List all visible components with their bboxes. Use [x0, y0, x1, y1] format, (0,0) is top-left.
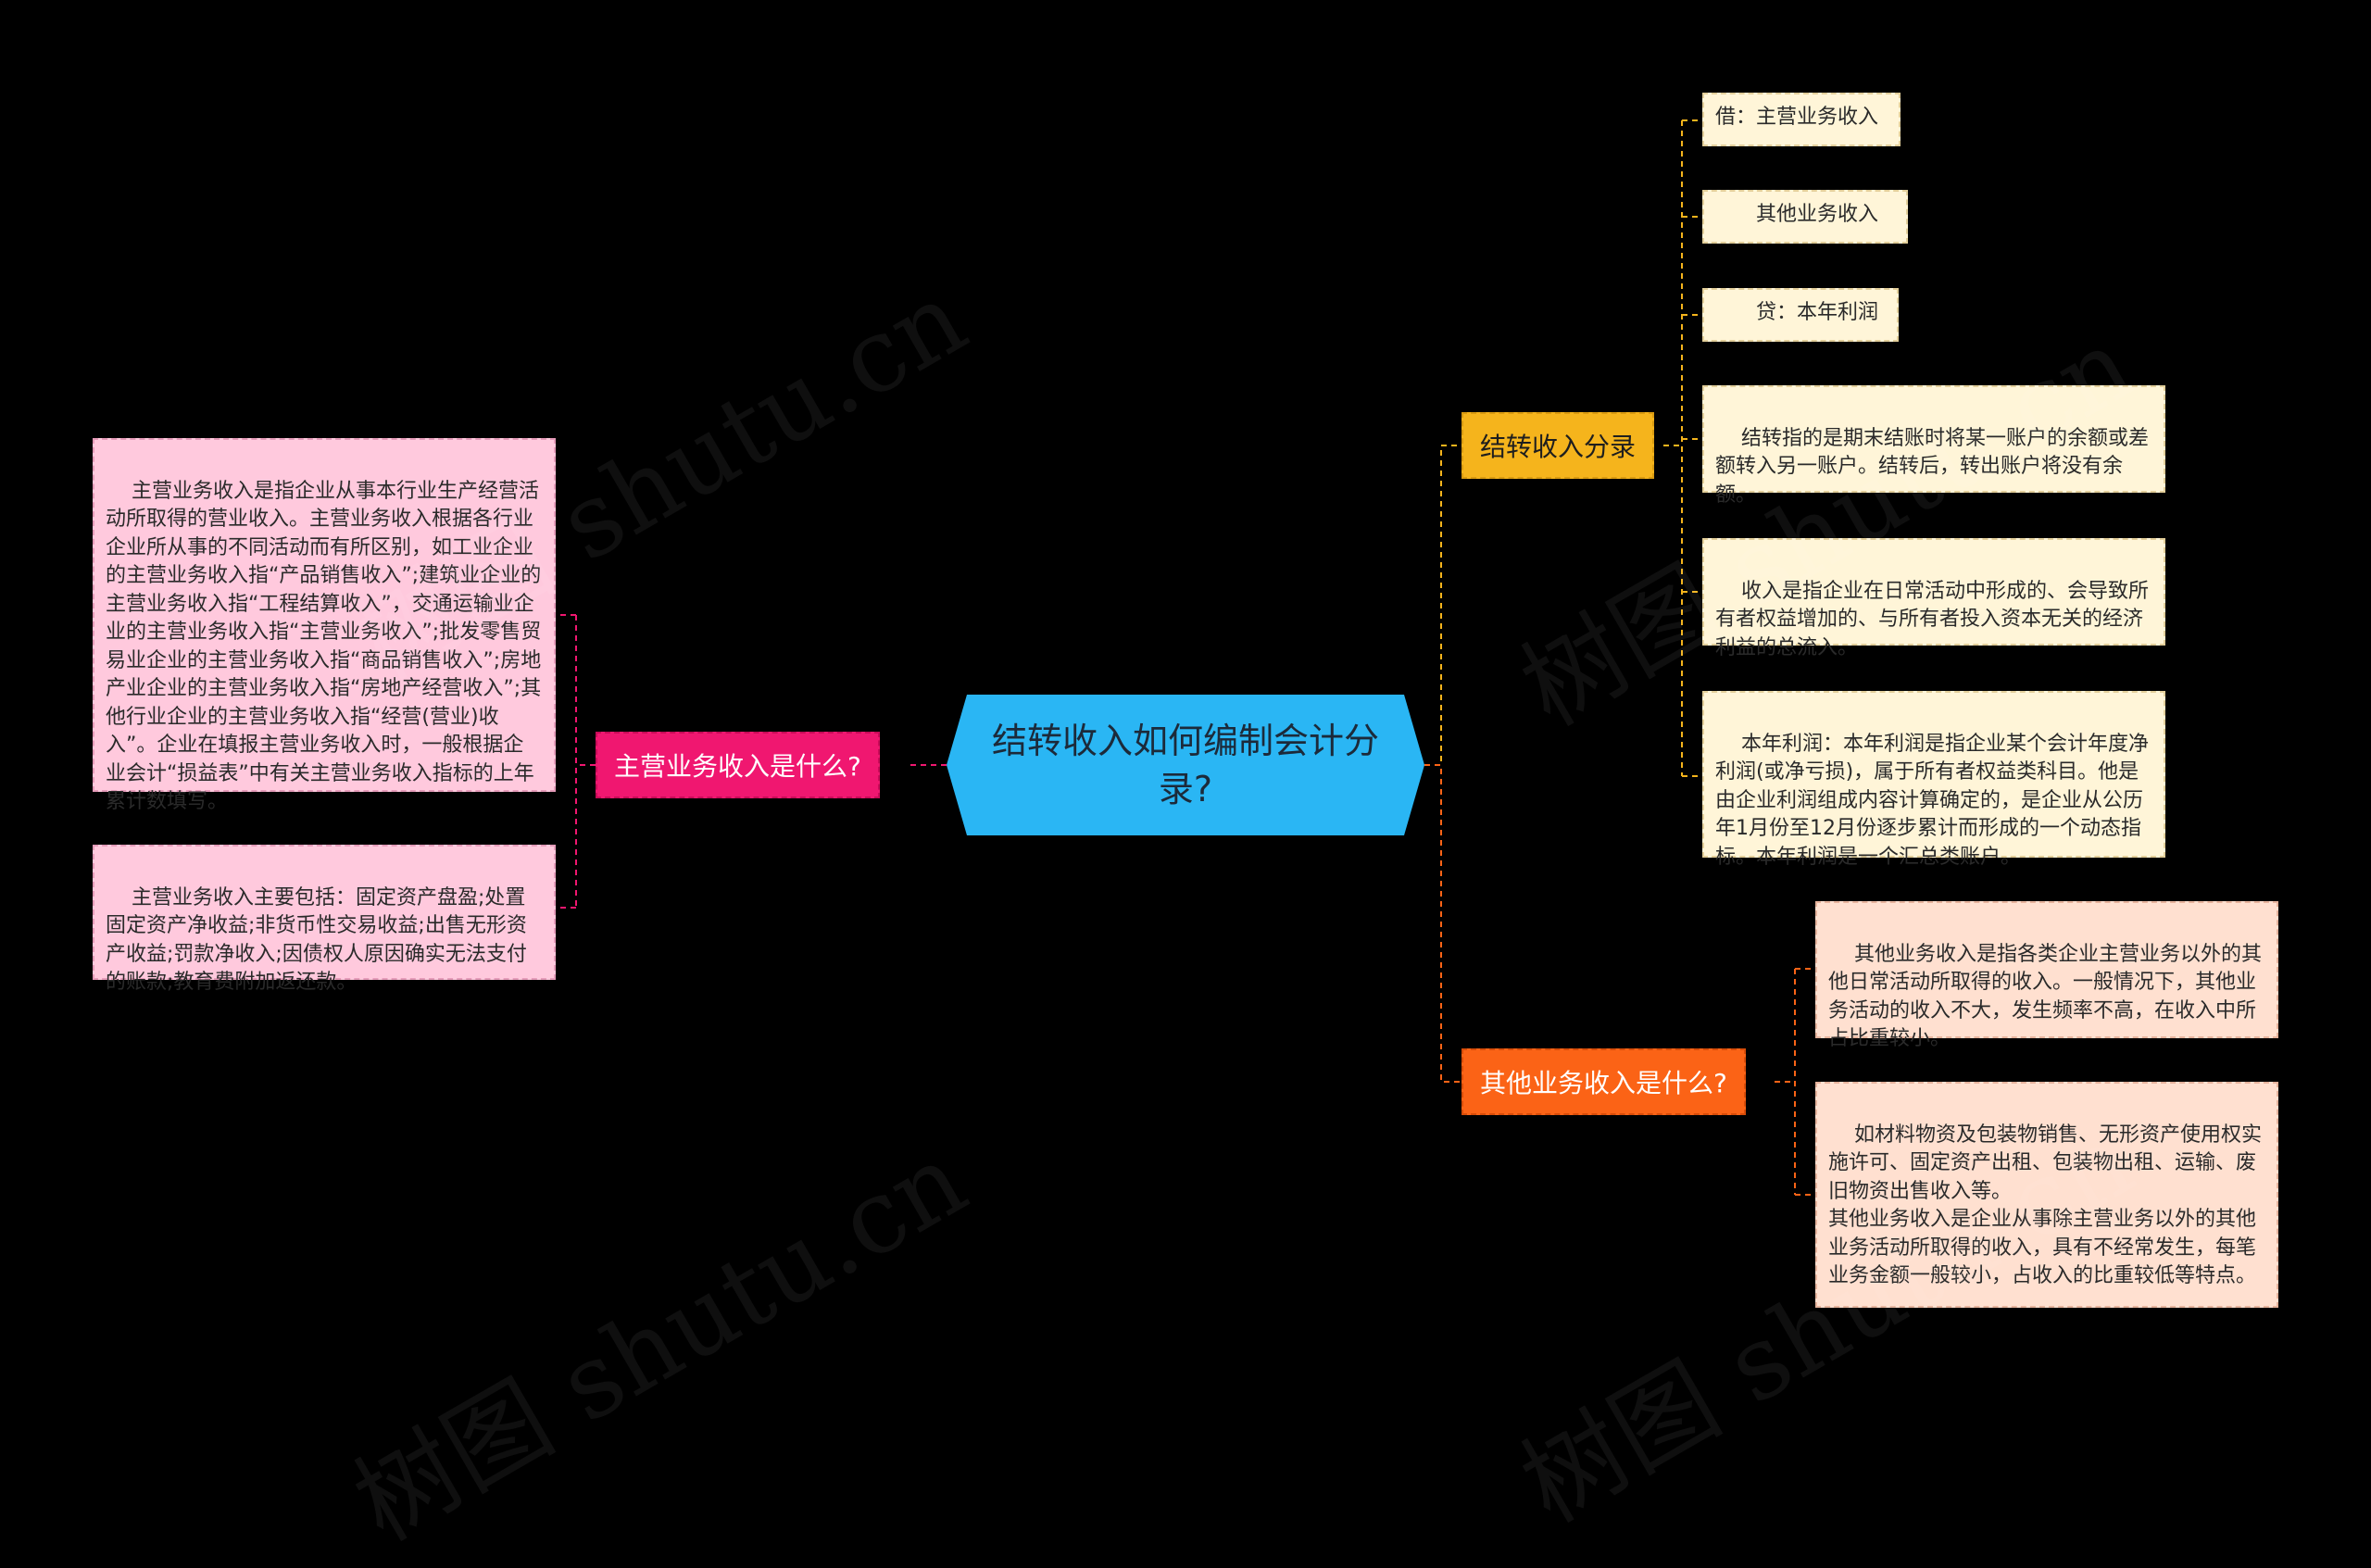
connector-other-leaves	[1775, 968, 1815, 1196]
leaf-entry-debit[interactable]: 借：主营业务收入	[1702, 93, 1901, 146]
entry-connectors	[1663, 119, 1702, 777]
leaf-main-definition-text: 主营业务收入是指企业从事本行业生产经营活动所取得的营业收入。主营业务收入根据各行…	[106, 479, 542, 814]
connector-lines	[556, 119, 1815, 1196]
connector-main-leaves	[556, 614, 596, 909]
leaf-entry-income-def[interactable]: 收入是指企业在日常活动中形成的、会导致所有者权益增加的、与所有者投入资本无关的经…	[1702, 538, 2165, 659]
branch-other[interactable]: 其他业务收入是什么?	[1461, 1048, 1746, 1115]
leaf-entry-profit-def[interactable]: 本年利润：本年利润是指企业某个会计年度净利润(或净亏损)，属于所有者权益类科目。…	[1702, 691, 2165, 869]
leaf-main-definition[interactable]: 主营业务收入是指企业从事本行业生产经营活动所取得的营业收入。主营业务收入根据各行…	[93, 438, 556, 813]
leaf-entry-transfer-def-text: 结转指的是期末结账时将某一账户的余额或差额转入另一账户。结转后，转出账户将没有余…	[1715, 426, 2149, 507]
leaf-other-definition-text: 其他业务收入是指各类企业主营业务以外的其他日常活动所取得的收入。一般情况下，其他…	[1828, 942, 2262, 1051]
leaf-other-examples-text: 如材料物资及包装物销售、无形资产使用权实施许可、固定资产出租、包装物出租、运输、…	[1828, 1123, 2262, 1288]
leaf-entry-debit-text: 借：主营业务收入	[1715, 106, 1879, 129]
connector-root-entry	[1424, 445, 1461, 766]
branch-main[interactable]: 主营业务收入是什么?	[596, 732, 880, 798]
leaf-entry-credit-text: 贷：本年利润	[1715, 301, 1879, 324]
leaf-entry-credit[interactable]: 贷：本年利润	[1702, 288, 1899, 342]
leaf-entry-other-income[interactable]: 其他业务收入	[1702, 190, 1908, 244]
branch-other-label: 其他业务收入是什么?	[1480, 1068, 1727, 1098]
connector-entry-leaves	[1663, 119, 1702, 777]
leaf-entry-transfer-def[interactable]: 结转指的是期末结账时将某一账户的余额或差额转入另一账户。结转后，转出账户将没有余…	[1702, 385, 2165, 507]
main-connectors	[556, 614, 596, 909]
leaf-main-contents-text: 主营业务收入主要包括：固定资产盘盈;处置固定资产净收益;非货币性交易收益;出售无…	[106, 885, 527, 995]
leaf-other-examples[interactable]: 如材料物资及包装物销售、无形资产使用权实施许可、固定资产出租、包装物出租、运输、…	[1815, 1082, 2278, 1308]
branch-entry[interactable]: 结转收入分录	[1461, 412, 1655, 479]
leaf-entry-profit-def-text: 本年利润：本年利润是指企业某个会计年度净利润(或净亏损)，属于所有者权益类科目。…	[1715, 732, 2149, 869]
root-topic-label: 结转收入如何编制会计分录?	[991, 721, 1379, 809]
leaf-other-definition[interactable]: 其他业务收入是指各类企业主营业务以外的其他日常活动所取得的收入。一般情况下，其他…	[1815, 901, 2278, 1050]
leaf-main-contents[interactable]: 主营业务收入主要包括：固定资产盘盈;处置固定资产净收益;非货币性交易收益;出售无…	[93, 845, 556, 994]
branch-main-label: 主营业务收入是什么?	[614, 751, 861, 782]
other-connectors	[1775, 968, 1815, 1196]
leaf-entry-income-def-text: 收入是指企业在日常活动中形成的、会导致所有者权益增加的、与所有者投入资本无关的经…	[1715, 579, 2149, 659]
root-topic[interactable]: 结转收入如何编制会计分录?	[947, 695, 1424, 835]
leaf-entry-other-income-text: 其他业务收入	[1715, 203, 1879, 226]
root-connectors	[908, 445, 1461, 1083]
branch-entry-label: 结转收入分录	[1480, 432, 1637, 462]
connector-root-other	[1424, 764, 1461, 1083]
mind-map-canvas: 结转收入如何编制会计分录? 结转收入分录 借：主营业务收入 其他业务收入 贷：本…	[93, 93, 2278, 1563]
